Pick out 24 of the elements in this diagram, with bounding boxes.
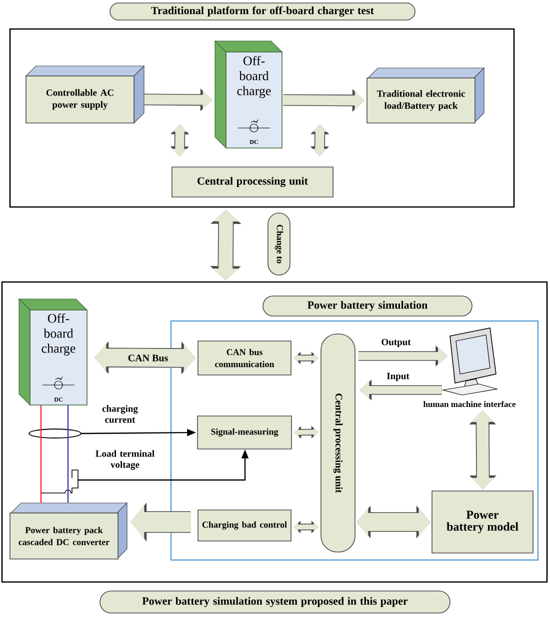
process-box: CAN bus communication — [198, 340, 292, 376]
heading-pill: Power battery simulation — [262, 296, 472, 316]
wire-line — [67, 405, 69, 503]
edge-label: Load terminal voltage — [88, 449, 162, 471]
process-box: Signal-measuring — [197, 416, 292, 450]
heading-pill: Power battery simulation system proposed in this paper — [100, 590, 450, 614]
process-box: Power battery model — [432, 490, 534, 554]
edge-label: charging current — [93, 404, 147, 424]
group-frame — [170, 320, 538, 560]
heading-pill: Traditional platform for off-board charger test — [110, 2, 416, 20]
edge-label: CAN Bus — [127, 354, 169, 362]
edge-label: Output — [380, 338, 412, 348]
double-arrow — [294, 426, 318, 439]
panel-frame — [9, 28, 515, 208]
process-box: Charging bad control — [198, 510, 292, 542]
wire-line — [40, 405, 42, 503]
double-arrow — [294, 352, 318, 364]
process-box: Central processing unit — [172, 166, 334, 198]
current-clamp — [28, 428, 82, 438]
note-pill: Change to — [268, 212, 290, 276]
edge-label: Input — [386, 372, 410, 382]
panel-frame — [1, 281, 548, 583]
interface-label: human machine interface — [423, 400, 516, 408]
double-arrow — [294, 520, 318, 534]
